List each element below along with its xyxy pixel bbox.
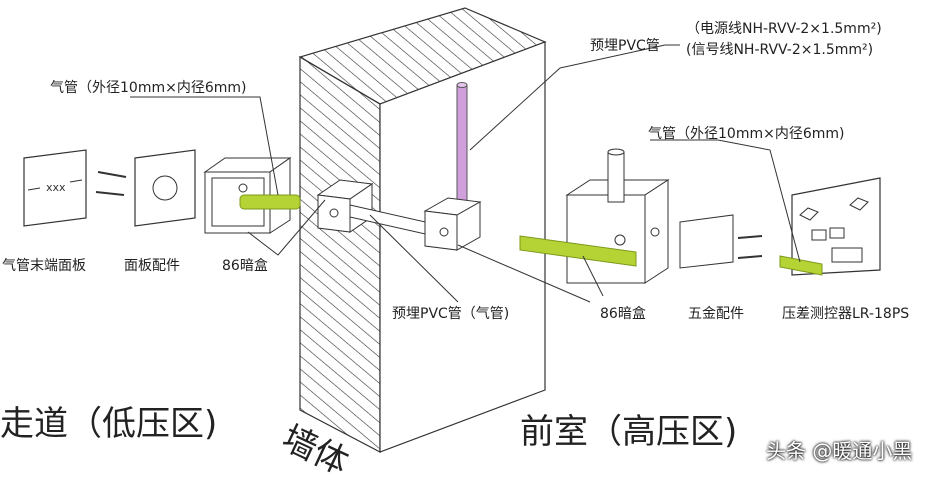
label-power-line: （电源线NH-RVV-2×1.5mm²) (686, 21, 882, 37)
label-air-tube-right: 气管（外径10mm×内径6mm) (648, 126, 845, 142)
label-embedded-pvc-air: 预埋PVC管（气管) (392, 306, 510, 322)
air-tube-left (239, 194, 301, 210)
label-air-tube-left: 气管（外径10mm×内径6mm) (50, 80, 247, 96)
label-front-room: 前室（高压区) (520, 412, 738, 452)
embedded-pvc-vertical-pipe (456, 82, 468, 215)
air-tube-controller (779, 255, 823, 276)
label-signal-line: (信号线NH-RVV-2×1.5mm²) (686, 42, 874, 58)
air-tube-right (519, 235, 637, 267)
end-panel-illustration: xxx (23, 149, 87, 227)
label-end-panel: 气管末端面板 (2, 258, 86, 274)
label-box-right: 86暗盒 (600, 306, 646, 322)
label-panel-parts: 面板配件 (124, 258, 180, 274)
hardware-illustration (679, 214, 763, 269)
wall-left-face (299, 55, 381, 453)
box-left-illustration (203, 157, 292, 234)
controller-illustration (791, 177, 881, 276)
wall-box-front (423, 197, 482, 251)
watermark: 头条 @暖通小黑 (766, 439, 913, 463)
svg-text:xxx: xxx (46, 181, 66, 194)
panel-parts-illustration (134, 149, 196, 227)
leader-lines (130, 44, 801, 303)
label-controller: 压差测控器LR-18PS (782, 306, 910, 322)
vertical-pipe-right (607, 148, 625, 203)
label-box-left: 86暗盒 (222, 258, 268, 274)
label-corridor: 走道（低压区) (0, 404, 218, 444)
label-embedded-pvc-top: 预埋PVC管 (590, 38, 660, 54)
screws-left (95, 171, 127, 196)
label-hardware: 五金配件 (688, 306, 744, 322)
